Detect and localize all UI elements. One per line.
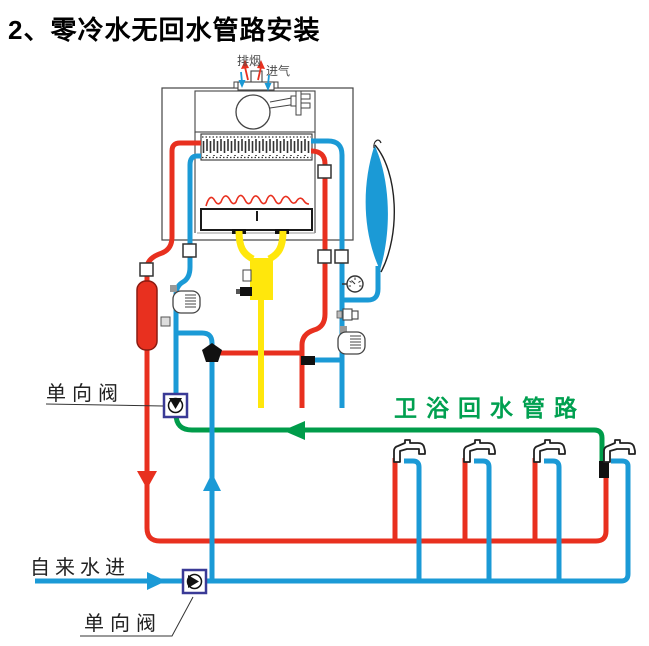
faucet-icon (533, 439, 566, 463)
intake-label: 进气 (266, 64, 291, 78)
gas-valve (250, 258, 273, 300)
pump-left-icon (160, 285, 201, 327)
faucet-icons (393, 439, 636, 463)
gas-connection-icon (290, 90, 311, 116)
coupler-fitting (301, 356, 315, 365)
pump-right-icon (337, 326, 366, 355)
leader-line-upper-valve (45, 403, 164, 407)
check-valve-upper-label: 单向阀 (46, 383, 124, 405)
flame-icon (205, 194, 310, 207)
flue-collar (237, 81, 275, 91)
faucet-icon (393, 439, 426, 463)
pipe-couplings (139, 164, 349, 277)
return-pipe (173, 413, 605, 461)
faucet-icon (603, 439, 636, 463)
hot-pipe (136, 140, 609, 544)
tap-water-inlet-label: 自来水进 (30, 557, 130, 579)
union-valve-icon (336, 308, 359, 321)
leader-line-lower-valve (80, 596, 194, 637)
intake-arrow-icons (238, 71, 272, 91)
boiler-case (161, 70, 354, 241)
expansion-tank (136, 280, 158, 351)
burner (200, 208, 313, 234)
check-valve-lower-label: 单向阀 (84, 613, 162, 635)
flow-arrow-right-icon (147, 572, 166, 590)
exhaust-arrow-icons (241, 60, 265, 81)
page-title: 2、零冷水无回水管路安装 (8, 15, 321, 45)
fan-icon (235, 94, 271, 130)
check-valve-lower-icon (181, 568, 208, 595)
return-tap-coupler (599, 461, 609, 478)
cold-pipe (35, 138, 631, 590)
flow-arrow-up-icon (203, 473, 221, 491)
check-valve-upper-icon (162, 392, 189, 419)
gas-pipe (235, 230, 287, 408)
junction-fitting (202, 343, 222, 362)
water-drop-icon (365, 139, 395, 273)
exhaust-label: 排烟 (237, 54, 262, 68)
faucet-icon (463, 439, 496, 463)
heat-exchanger (200, 133, 313, 161)
pressure-gauge-icon (342, 275, 364, 293)
return-line-label: 卫浴回水管路 (394, 395, 586, 421)
flow-arrow-down-icon (137, 471, 157, 489)
flow-arrow-left-icon (283, 421, 305, 440)
